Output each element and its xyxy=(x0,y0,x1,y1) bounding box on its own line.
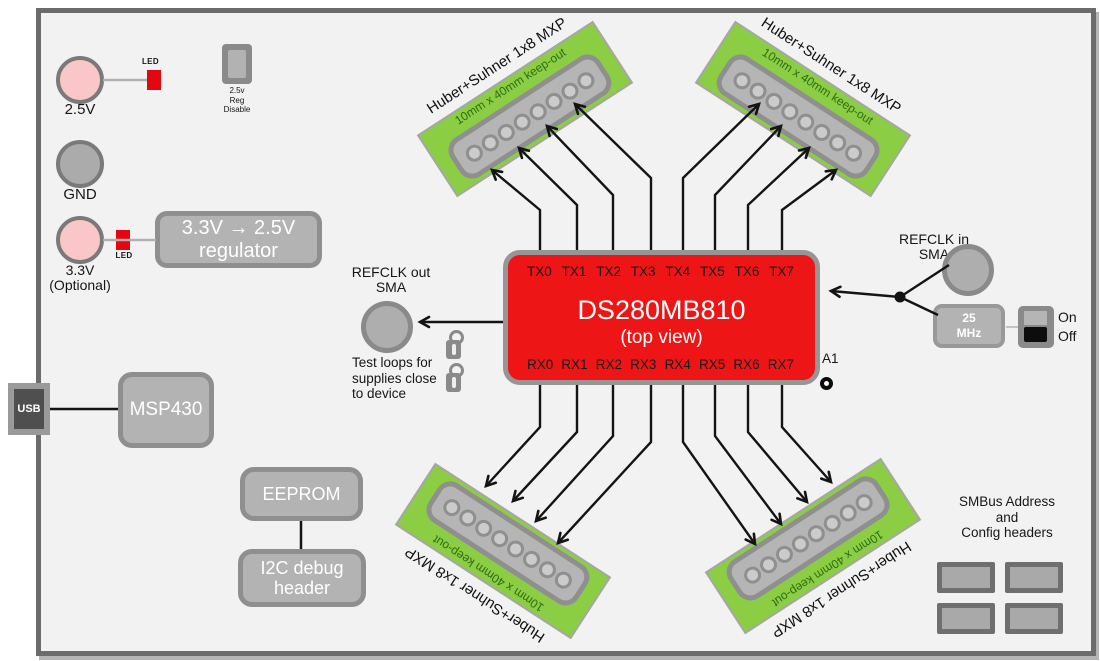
chip-name: DS280MB810 xyxy=(577,295,746,325)
usb-label: USB xyxy=(14,389,44,429)
rx-pin-label: RX3 xyxy=(630,357,657,372)
power-switch xyxy=(1018,306,1054,348)
tx-pin-label: TX7 xyxy=(769,264,794,279)
eeprom-box: EEPROM xyxy=(240,467,363,521)
a1-label: A1 xyxy=(822,351,839,366)
i2c-debug-header-box: I2C debug header xyxy=(238,549,366,607)
smbus-label: SMBus Address and Config headers xyxy=(958,494,1056,540)
chip-view-label: (top view) xyxy=(620,327,703,348)
refclk-in-sma xyxy=(942,244,994,296)
test-loop-icon xyxy=(446,330,464,359)
rx-pin-label: RX0 xyxy=(527,357,554,372)
led-2v5-label: LED xyxy=(142,57,159,66)
tx-pin-label: TX0 xyxy=(527,264,552,279)
rx-pin-label: RX7 xyxy=(767,357,794,372)
refclk-in-label: REFCLK in SMA xyxy=(898,231,970,262)
switch-on-label: On xyxy=(1058,309,1077,325)
terminal-3v3-label: 3.3V xyxy=(65,262,95,278)
jumper-pin xyxy=(228,50,246,78)
tx-pin-label: TX2 xyxy=(596,264,621,279)
power-terminal-2v5 xyxy=(56,56,104,104)
test-loop-icon xyxy=(446,363,464,392)
tx-pin-row: TX0 TX1 TX2 TX3 TX4 TX5 TX6 TX7 xyxy=(508,264,815,279)
led-3v3 xyxy=(116,230,130,250)
tx-pin-label: TX3 xyxy=(630,264,656,279)
reg-disable-jumper xyxy=(222,44,252,84)
rx-pin-label: RX5 xyxy=(698,357,726,372)
led-3v3-label: LED xyxy=(115,251,133,260)
power-terminal-3v3 xyxy=(56,216,104,264)
config-header xyxy=(1005,562,1063,593)
switch-off-label: Off xyxy=(1058,328,1077,344)
gnd-terminal xyxy=(56,140,104,188)
tx-pin-label: TX1 xyxy=(561,264,587,279)
a1-pin-marker xyxy=(820,377,833,390)
gnd-label: GND xyxy=(63,186,97,203)
test-loops-label: Test loops for supplies close to device xyxy=(352,355,437,401)
usb-connector: USB xyxy=(8,383,50,435)
ds280mb810-chip: TX0 TX1 TX2 TX3 TX4 TX5 TX6 TX7 DS280MB8… xyxy=(503,250,820,385)
terminal-2v5-label: 2.5V xyxy=(64,101,96,118)
msp430-box: MSP430 xyxy=(118,372,214,448)
rx-pin-label: RX4 xyxy=(664,357,691,372)
oscillator-box: 25 MHz xyxy=(933,304,1005,348)
tx-pin-label: TX6 xyxy=(734,264,760,279)
config-header xyxy=(937,603,995,634)
terminal-3v3-note: (Optional) xyxy=(49,277,111,293)
tx-pin-label: TX5 xyxy=(699,264,725,279)
rx-pin-row: RX0 RX1 RX2 RX3 RX4 RX5 RX6 RX7 xyxy=(508,357,815,372)
rx-pin-label: RX6 xyxy=(733,357,760,372)
config-header xyxy=(1005,603,1063,634)
reg-disable-label: 2.5v Reg Disable xyxy=(223,86,251,114)
rx-pin-label: RX1 xyxy=(561,357,588,372)
config-header xyxy=(937,562,995,593)
regulator-box: 3.3V → 2.5V regulator xyxy=(155,211,322,268)
refclk-out-sma xyxy=(361,301,413,353)
rx-pin-label: RX2 xyxy=(595,357,623,372)
tx-pin-label: TX4 xyxy=(665,264,691,279)
led-2v5 xyxy=(147,70,161,90)
refclk-out-label: REFCLK out SMA xyxy=(351,264,431,295)
